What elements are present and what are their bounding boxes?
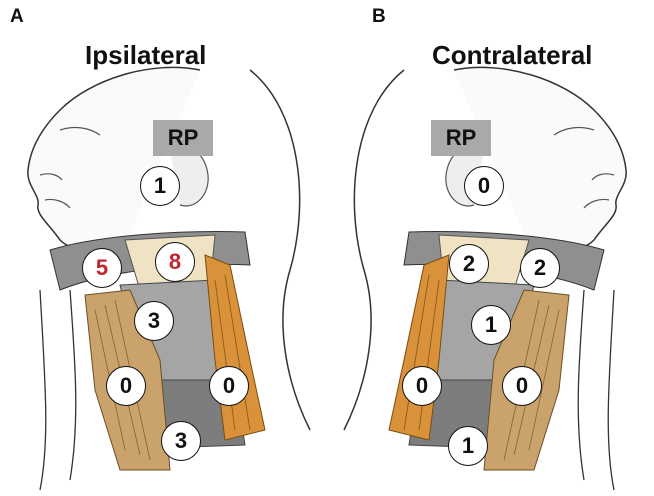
node-count-lower-right: 0 — [209, 366, 249, 406]
node-count-bottom: 3 — [161, 421, 201, 461]
node-count-lower-left: 0 — [402, 366, 442, 406]
panel-ipsilateral: A Ipsilateral RP 1 5 8 3 0 0 3 — [0, 0, 327, 496]
panel-contralateral: B Contralateral RP 0 2 2 1 0 0 1 — [327, 0, 654, 496]
node-count-level-1: 0 — [464, 166, 504, 206]
node-count-level-8: 8 — [155, 242, 195, 282]
node-count-level-5: 5 — [82, 248, 122, 288]
panel-title: Contralateral — [432, 40, 592, 71]
node-count-bottom: 1 — [448, 426, 488, 466]
node-count-level-3: 3 — [134, 301, 174, 341]
node-count-lower-right: 0 — [502, 366, 542, 406]
panel-title: Ipsilateral — [85, 40, 206, 71]
panel-letter: B — [372, 6, 386, 28]
node-count-level-2a: 2 — [449, 244, 489, 284]
node-count-level-3: 1 — [471, 305, 511, 345]
node-count-level-1: 1 — [140, 166, 180, 206]
rp-label-box: RP — [153, 120, 213, 156]
node-count-level-2b: 2 — [520, 248, 560, 288]
panel-letter: A — [10, 6, 24, 28]
node-count-lower-left: 0 — [106, 366, 146, 406]
neck-illustration-right-facing — [327, 0, 654, 496]
rp-label-box: RP — [431, 120, 491, 156]
